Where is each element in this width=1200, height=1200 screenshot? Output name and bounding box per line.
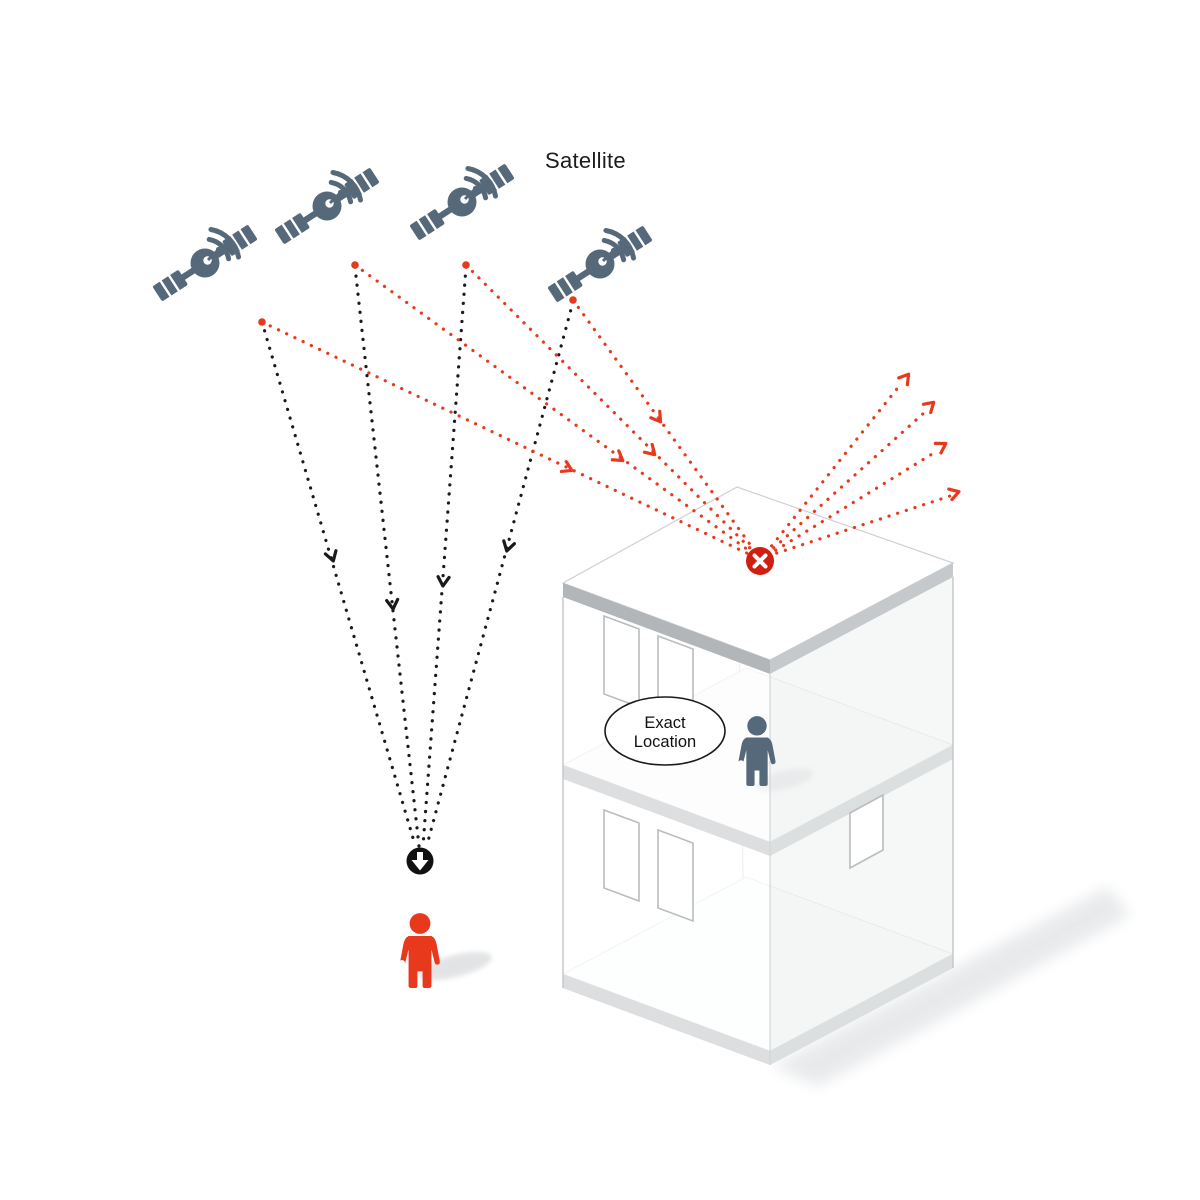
satellite-label: Satellite: [545, 148, 626, 173]
reflected-signal-path: [764, 383, 902, 555]
direct-signal-path: [353, 265, 421, 848]
reflected-signal-path: [766, 449, 939, 557]
blocked-signal-paths: [260, 263, 952, 559]
signal-origin-dots: [258, 261, 577, 326]
outdoor-person-icon: [399, 913, 440, 988]
window: [603, 808, 640, 903]
satellite-icon: [152, 224, 259, 303]
direct-signal-path: [425, 300, 575, 847]
reflected-signal-arrowheads: [559, 369, 963, 502]
exact-location-line1: Exact: [644, 714, 686, 732]
satellite-icon: [409, 163, 516, 242]
window: [603, 614, 640, 709]
signal-received-arrow-icon: [406, 847, 434, 875]
satellite-icon: [274, 167, 381, 246]
exact-location-label: Exact Location: [604, 696, 726, 766]
blocked-signal-path: [260, 320, 757, 559]
exact-location-line2: Location: [634, 733, 696, 751]
building-windows: [603, 614, 884, 923]
indoor-person-icon: [738, 716, 776, 786]
direct-signal-path: [260, 320, 417, 847]
outdoor-person-shadow: [418, 951, 492, 981]
direct-signal-arrowheads: [323, 539, 516, 612]
satellite-icon: [547, 225, 654, 304]
blocked-signal-path: [353, 263, 757, 557]
window: [849, 793, 884, 870]
phone-icon: [399, 960, 405, 966]
satellites: [152, 163, 654, 304]
direct-signal-path: [421, 265, 468, 848]
reflected-signal-path: [765, 410, 927, 556]
building-edges: [562, 577, 954, 1065]
signal-blocked-x-icon: [746, 547, 774, 575]
direct-signal-paths: [260, 265, 575, 848]
watch-icon: [738, 760, 744, 766]
building-shadow: [772, 887, 1130, 1086]
window: [657, 828, 694, 923]
